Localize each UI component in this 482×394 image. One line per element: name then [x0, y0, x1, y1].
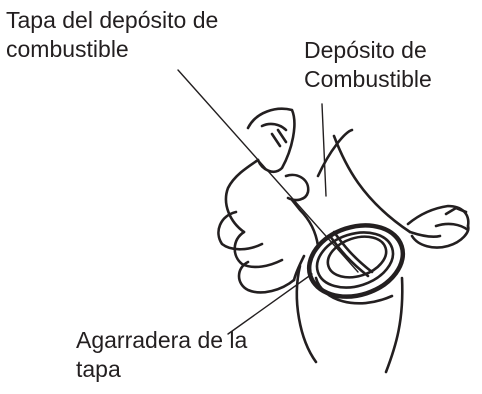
fuel-tank-label-line1: Depósito de	[304, 37, 427, 63]
fuel-tank-drawing	[295, 128, 442, 374]
fuel-tank-label-line2: Combustible	[304, 66, 432, 92]
cap-handle-label-line1: Agarradera de la	[76, 327, 248, 353]
cap-handle-label: Agarradera de la tapa	[76, 326, 247, 384]
fuel-cap-drawing	[306, 223, 406, 305]
leader-line-tank	[321, 103, 327, 197]
cap-handle-label-line2: tapa	[76, 356, 121, 382]
right-hand-drawing	[406, 204, 470, 249]
fuel-cap-label: Tapa del depósito de combustible	[6, 6, 218, 64]
fuel-cap-label-line1: Tapa del depósito de	[6, 7, 219, 33]
left-hand-drawing	[217, 107, 320, 294]
fuel-tank-label: Depósito de Combustible	[304, 36, 432, 94]
fuel-cap-label-line2: combustible	[6, 36, 129, 62]
